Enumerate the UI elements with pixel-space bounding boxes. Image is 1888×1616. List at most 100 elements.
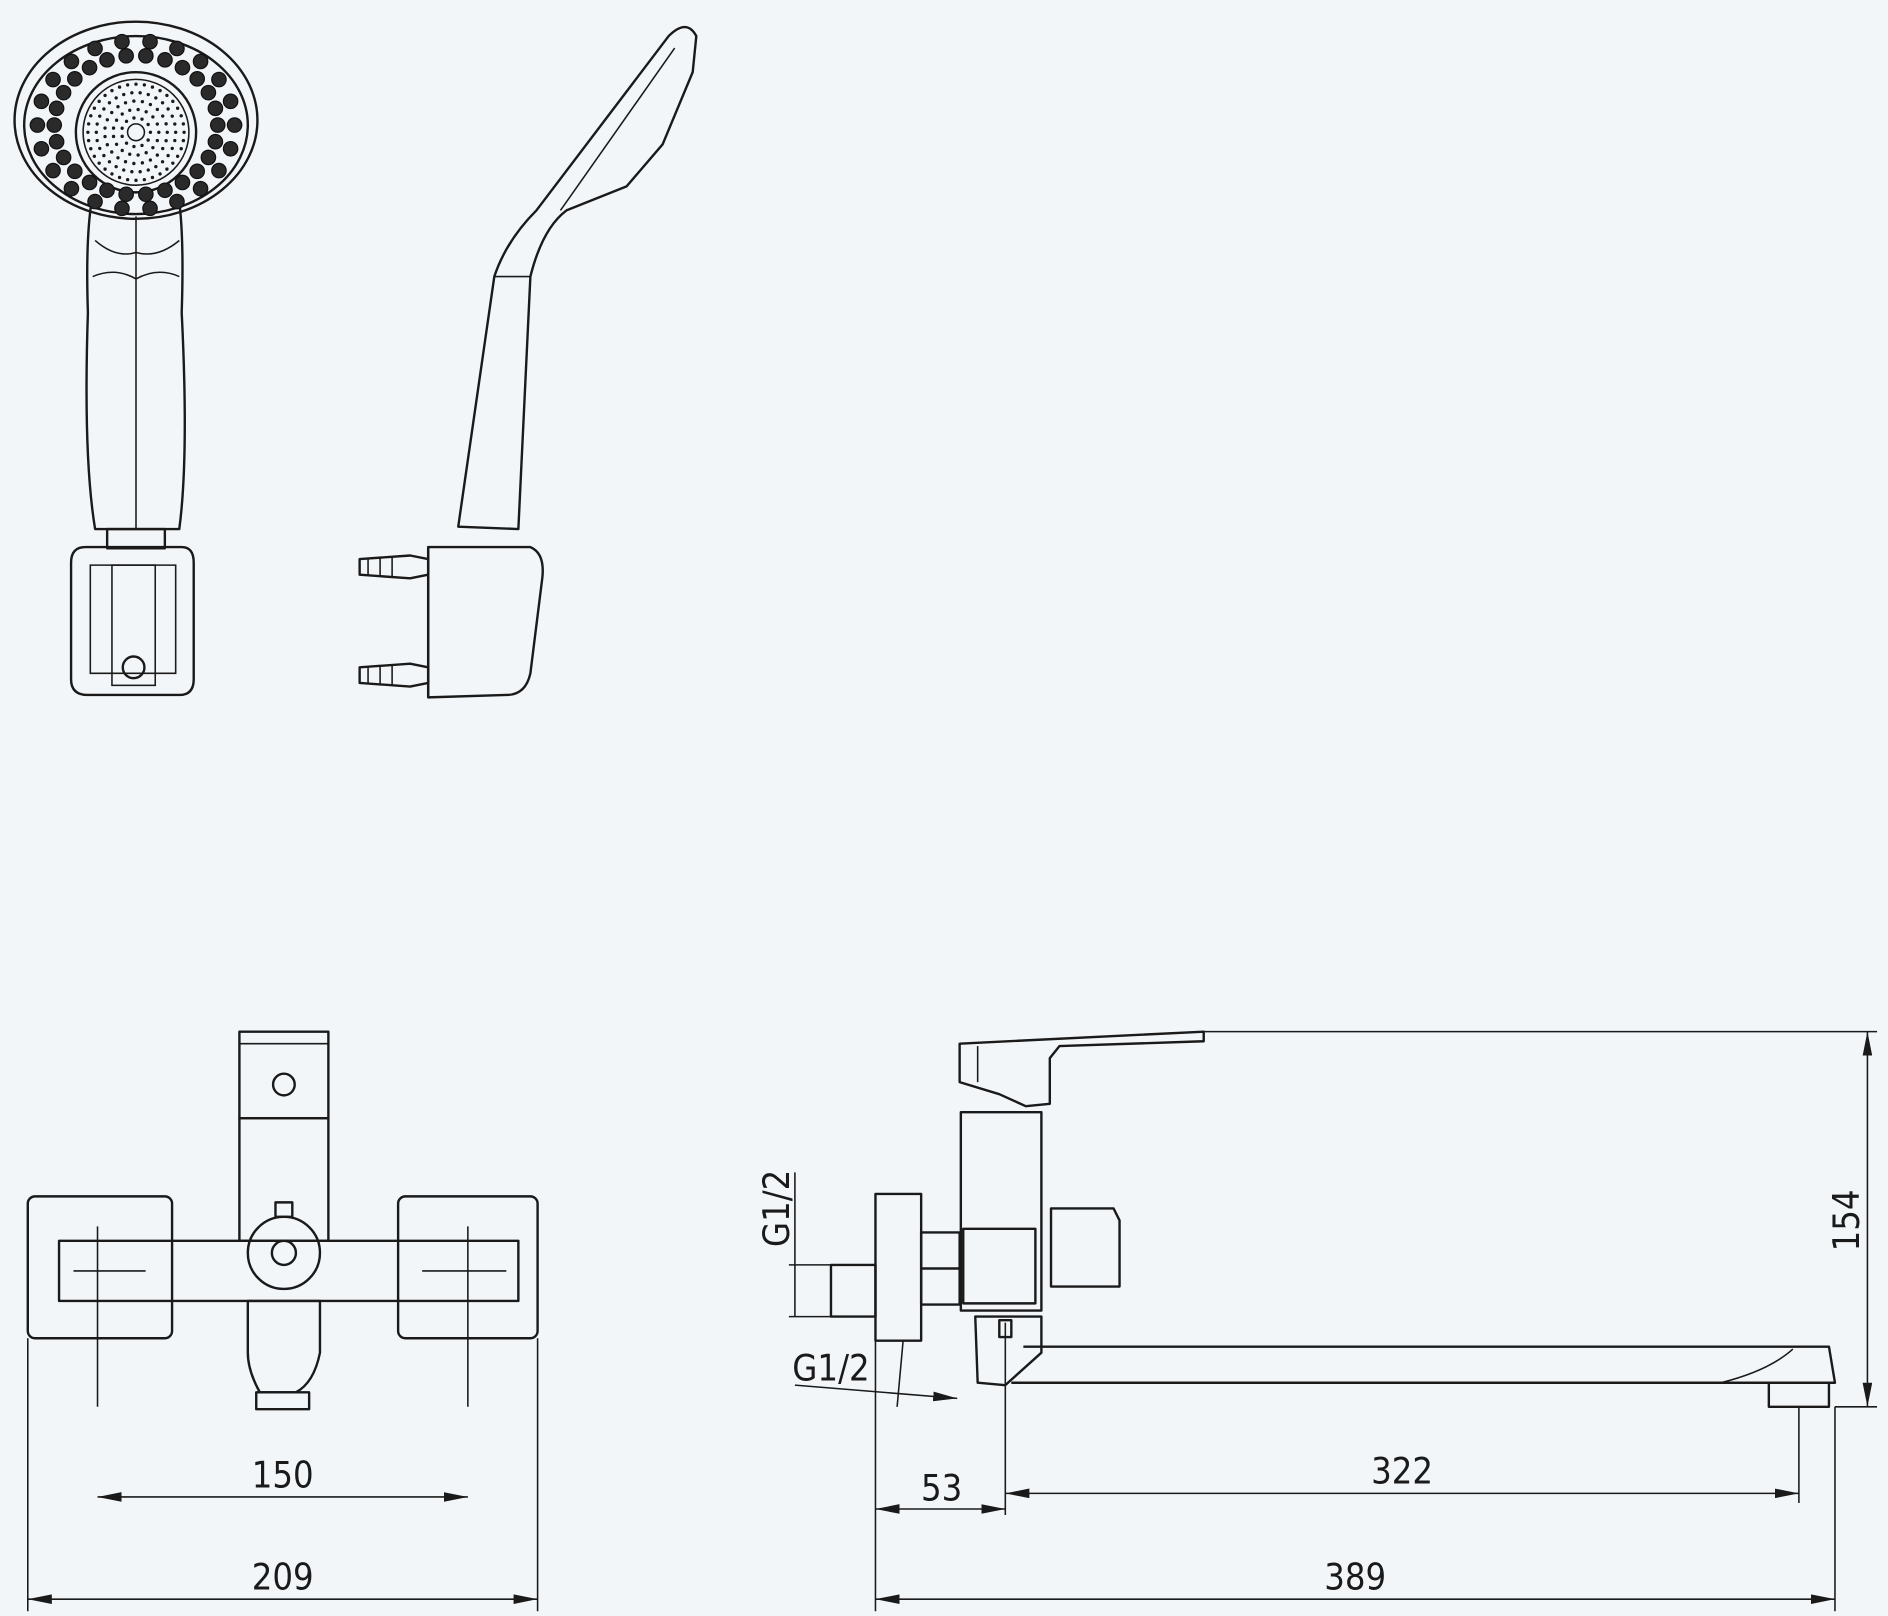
- nozzle: [45, 162, 61, 179]
- spray-hole: [128, 152, 132, 156]
- spray-hole: [123, 101, 128, 105]
- spray-hole: [132, 116, 136, 120]
- nozzle: [200, 84, 217, 101]
- spray-hole: [136, 153, 140, 157]
- spray-hole: [140, 143, 144, 148]
- nozzle: [207, 100, 224, 117]
- spray-hole: [150, 175, 155, 180]
- spray-hole: [155, 107, 160, 112]
- nozzle: [33, 93, 50, 110]
- spray-hole: [123, 160, 128, 164]
- nozzle: [189, 163, 206, 180]
- nozzle: [222, 93, 239, 110]
- nozzle: [142, 200, 158, 217]
- spray-hole: [173, 122, 177, 126]
- spray-hole: [124, 141, 129, 145]
- spray-hole: [134, 178, 138, 183]
- nozzle: [55, 84, 72, 101]
- spray-hole: [171, 161, 175, 165]
- spray-hole: [158, 172, 162, 176]
- spray-hole: [125, 177, 130, 182]
- dimension-label-389: 389: [1324, 1557, 1386, 1599]
- spray-hole: [98, 114, 102, 118]
- nozzle: [169, 40, 185, 57]
- spray-hole: [86, 122, 91, 126]
- spray-hole: [142, 177, 147, 182]
- spray-hole: [97, 161, 101, 165]
- spray-hole: [161, 146, 165, 151]
- spray-hole: [165, 130, 169, 134]
- spray-hole: [120, 134, 124, 139]
- hand-shower-front-view: [13, 20, 259, 697]
- spray-hole: [92, 106, 97, 110]
- spray-hole: [92, 154, 97, 158]
- spray-hole: [111, 134, 116, 139]
- spray-hole: [89, 147, 93, 151]
- wall-anchor-bottom: [358, 662, 430, 688]
- spray-hole: [107, 101, 112, 105]
- nozzle: [114, 33, 130, 50]
- spray-hole: [144, 110, 148, 114]
- spray-hole: [140, 117, 144, 121]
- dimension-label-inlet-thread: G1/2: [756, 1170, 798, 1247]
- spray-hole: [161, 114, 165, 118]
- dimension-label-53: 53: [921, 1468, 962, 1510]
- spray-hole: [98, 146, 102, 151]
- spray-hole: [116, 105, 120, 109]
- spray-hole: [138, 91, 142, 95]
- spray-hole: [120, 112, 124, 116]
- spray-hole: [103, 126, 107, 130]
- spray-hole: [120, 126, 124, 130]
- hand-shower-side-view: [358, 25, 698, 699]
- spray-hole: [132, 161, 136, 166]
- nozzle: [142, 33, 158, 50]
- nozzle: [55, 149, 72, 166]
- nozzle: [99, 52, 115, 68]
- spray-hole: [182, 130, 186, 134]
- spray-hole: [140, 161, 145, 165]
- spray-hole: [116, 156, 120, 160]
- faucet-side-view: 154 G1/2 G1/2 53 322 389: [756, 1030, 1878, 1612]
- spray-hole: [103, 167, 107, 171]
- spray-hole: [125, 83, 130, 87]
- spray-hole: [111, 126, 116, 130]
- spray-hole: [95, 122, 99, 126]
- nozzle: [33, 140, 50, 157]
- spray-hole: [164, 122, 168, 126]
- spray-hole: [110, 110, 114, 115]
- dimension-label-154: 154: [1826, 1189, 1868, 1251]
- nozzle: [222, 140, 239, 157]
- spray-hole: [146, 138, 150, 142]
- spray-hole: [140, 99, 145, 104]
- spray-hole: [110, 88, 114, 93]
- spray-hole: [105, 143, 110, 147]
- spray-hole: [148, 158, 153, 162]
- spray-hole: [142, 83, 147, 87]
- spray-hole: [107, 160, 112, 164]
- nozzle: [46, 117, 63, 133]
- spray-hole: [171, 99, 175, 104]
- spray-hole: [148, 130, 153, 134]
- spray-hole: [175, 106, 180, 110]
- spray-hole: [155, 138, 159, 143]
- dimension-label-150: 150: [252, 1454, 314, 1496]
- nozzle: [66, 70, 83, 87]
- spray-hole: [105, 118, 110, 122]
- nozzle: [99, 182, 115, 199]
- spray-hole: [132, 99, 136, 103]
- nozzle: [209, 117, 226, 133]
- nozzle: [63, 180, 80, 197]
- dimension-53: 53: [874, 1322, 1007, 1612]
- nozzle: [211, 162, 227, 179]
- spray-hole: [165, 167, 169, 171]
- nozzle: [118, 48, 134, 64]
- spray-hole: [160, 160, 165, 164]
- spray-hole: [138, 170, 142, 174]
- dimension-389: 389: [875, 1406, 1836, 1612]
- spray-hole: [103, 134, 107, 139]
- dimension-154: 154: [1203, 1030, 1878, 1408]
- spray-hole: [122, 168, 126, 172]
- spray-hole: [122, 92, 126, 97]
- spray-hole: [128, 108, 132, 112]
